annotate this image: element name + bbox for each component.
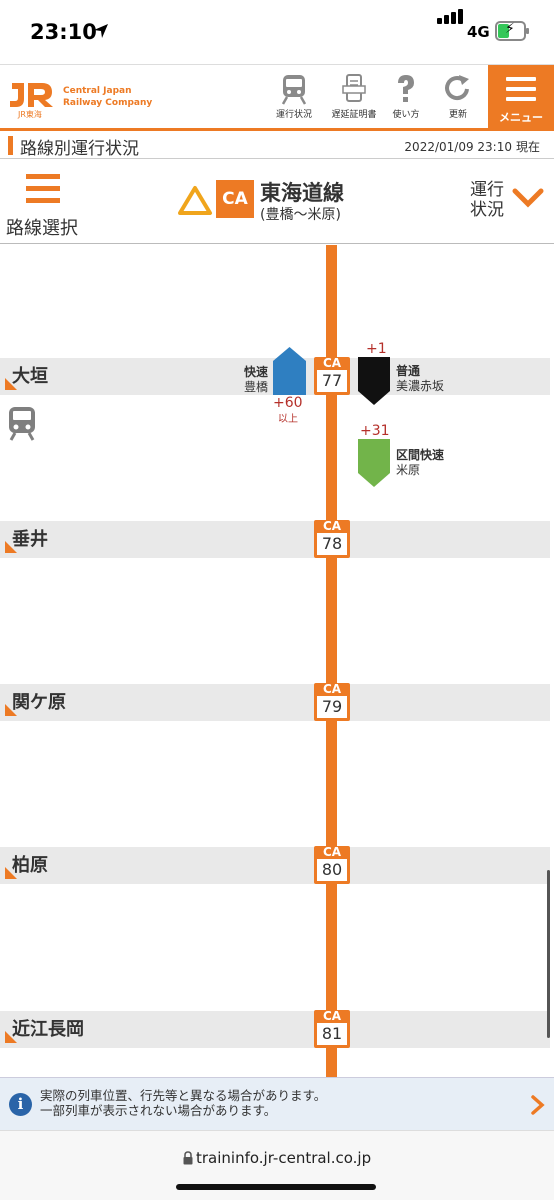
logo-mark-text: JR東海	[17, 109, 42, 119]
train-marker-local[interactable]: +1 普通 美濃赤坂	[358, 341, 468, 407]
train-icon	[9, 407, 35, 441]
station-number-badge: CA 77	[314, 357, 350, 395]
line-header: 路線選択 CA 東海道線 (豊橋〜米原) 運行状況	[0, 160, 554, 244]
tool-operation-status[interactable]: 運行状況	[264, 65, 324, 129]
status-bar: 23:10 4G ⚡	[0, 0, 554, 66]
jr-central-logo[interactable]: JR東海	[8, 79, 58, 119]
title-marker	[8, 136, 13, 155]
station-row[interactable]: 関ケ原	[0, 684, 550, 721]
info-icon: i	[9, 1093, 32, 1116]
station-row[interactable]: 垂井	[0, 521, 550, 558]
train-position-map[interactable]: 大垣 垂井 関ケ原 柏原 近江長岡 CA 77 CA 78 CA 79 CA 8…	[0, 245, 554, 1077]
station-row[interactable]: 柏原	[0, 847, 550, 884]
menu-button[interactable]: メニュー	[488, 65, 554, 129]
train-down-marker-icon	[358, 357, 390, 405]
train-down-marker-icon	[358, 439, 390, 487]
header-divider	[0, 128, 554, 131]
line-code-badge: CA	[216, 180, 254, 218]
chevron-down-icon	[512, 188, 544, 208]
scrollbar[interactable]	[547, 870, 550, 1038]
location-arrow-icon	[94, 24, 108, 38]
train-marker-rapid[interactable]: 快速 豊橋 +60 以上	[242, 347, 306, 427]
hamburger-icon	[506, 77, 536, 107]
hamburger-icon	[26, 174, 60, 210]
battery-icon: ⚡	[495, 21, 529, 41]
triangle-warning-icon	[178, 186, 212, 215]
site-header: JR東海 Central Japan Railway Company 運行状況 …	[0, 64, 554, 129]
track-line	[326, 245, 337, 1077]
question-icon	[398, 75, 414, 102]
tool-refresh[interactable]: 更新	[428, 65, 488, 129]
line-name: 東海道線	[260, 181, 344, 205]
train-marker-section-rapid[interactable]: +31 区間快速 米原	[358, 423, 468, 491]
page-title: 路線別運行状況	[20, 139, 139, 159]
station-row[interactable]: 近江長岡	[0, 1011, 550, 1048]
refresh-icon	[445, 75, 469, 100]
notice-text: 実際の列車位置、行先等と異なる場合があります。 一部列車が表示されない場合があり…	[40, 1088, 327, 1118]
network-type: 4G	[467, 23, 490, 41]
home-indicator[interactable]	[176, 1184, 376, 1190]
status-time: 23:10	[30, 20, 97, 44]
logo-company-name: Central Japan Railway Company	[63, 86, 153, 108]
tool-delay-certificate[interactable]: 遅延証明書	[324, 65, 384, 129]
tool-how-to-use[interactable]: 使い方	[376, 65, 436, 129]
station-number-badge: CA 78	[314, 520, 350, 558]
certificate-icon	[342, 74, 366, 102]
route-select-button[interactable]: 路線選択	[6, 172, 86, 239]
lock-icon	[183, 1151, 193, 1165]
train-up-marker-icon	[273, 347, 306, 395]
station-number-badge: CA 79	[314, 683, 350, 721]
operation-status-toggle[interactable]: 運行状況	[468, 180, 548, 224]
station-number-badge: CA 81	[314, 1010, 350, 1048]
train-icon	[281, 75, 307, 105]
chevron-right-icon	[531, 1095, 545, 1115]
station-number-badge: CA 80	[314, 846, 350, 884]
line-section: (豊橋〜米原)	[260, 207, 341, 223]
url-text: traininfo.jr-central.co.jp	[196, 1149, 372, 1167]
notice-banner[interactable]: i 実際の列車位置、行先等と異なる場合があります。 一部列車が表示されない場合が…	[0, 1077, 554, 1130]
browser-url-bar[interactable]: traininfo.jr-central.co.jp	[0, 1130, 554, 1200]
